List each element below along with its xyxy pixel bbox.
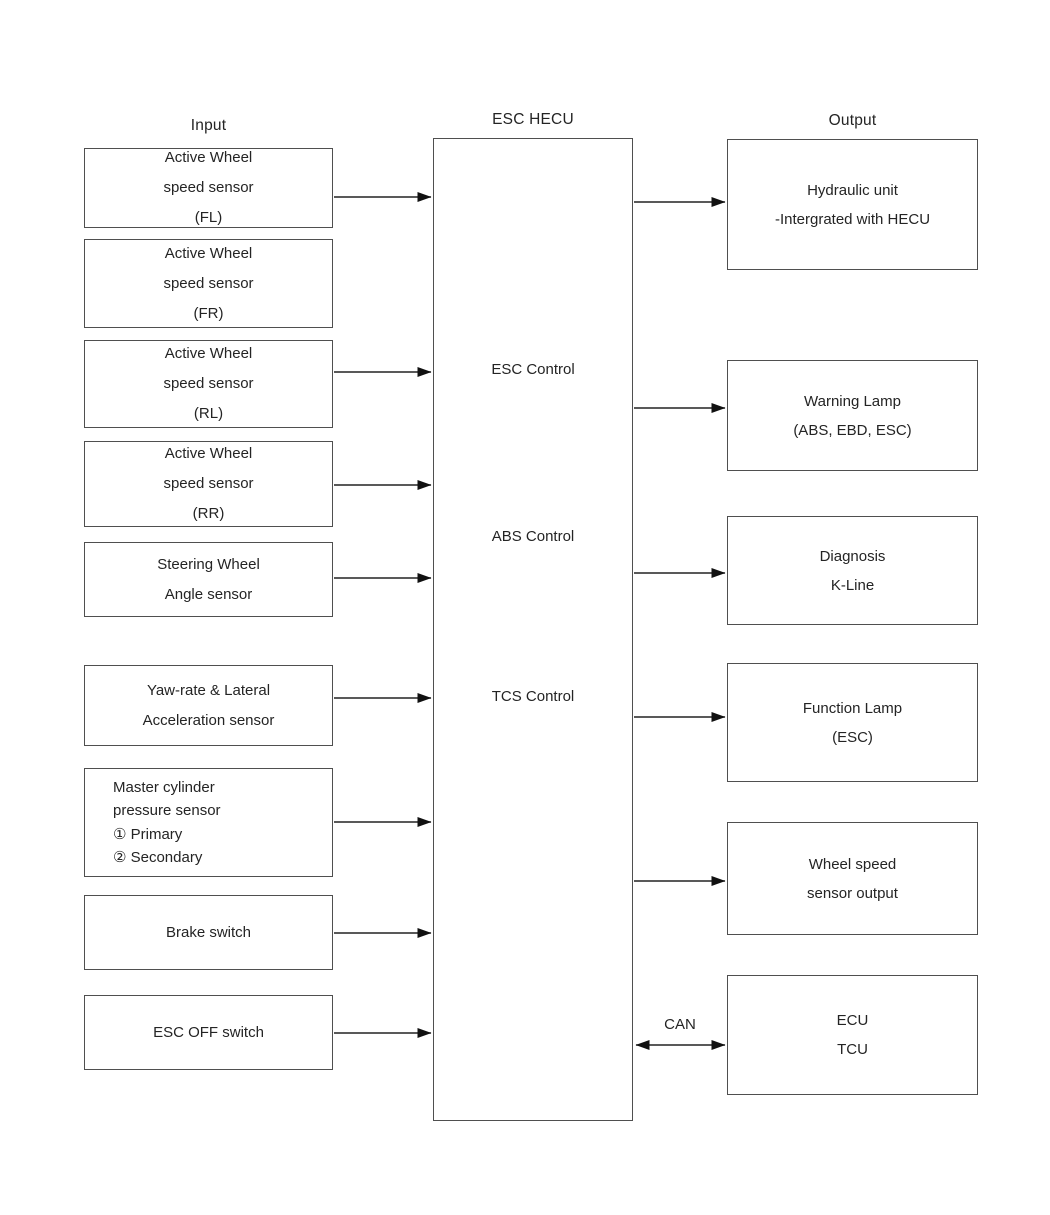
label-line: speed sensor <box>163 475 254 492</box>
label-line: Function Lamp <box>802 699 903 717</box>
label-line: Master cylinder <box>113 778 215 796</box>
label-line: Steering Wheel <box>157 555 260 573</box>
label-line: Acceleration sensor <box>142 711 275 729</box>
label-line: Active Wheel <box>164 244 253 262</box>
label-line: (FR) <box>193 304 224 322</box>
can-bus-label: CAN <box>664 1016 696 1033</box>
input-box-esc-off-switch: ESC OFF switch <box>84 995 333 1070</box>
hecu-function-tcs-control: TCS Control <box>491 688 575 705</box>
label-line: sensor output <box>807 884 898 902</box>
label-line: speed sensor <box>163 179 254 196</box>
label-line: speed sensor <box>163 274 254 292</box>
label-line: Diagnosis <box>819 547 886 565</box>
label-line: speed sensor <box>163 375 254 392</box>
label-line: Wheel speed <box>808 855 897 873</box>
hecu-box <box>433 138 633 1121</box>
label-line: Angle sensor <box>164 585 253 603</box>
input-box-master-cylinder-pressure-sensor: Master cylinder pressure sensor ① Primar… <box>84 768 333 877</box>
label-line: -Intergrated with HECU <box>774 210 931 228</box>
input-column-heading: Input <box>190 117 227 134</box>
output-box-diagnosis-k-line: Diagnosis K-Line <box>727 516 978 625</box>
hecu-function-esc-control: ESC Control <box>491 361 575 378</box>
output-box-function-lamp: Function Lamp (ESC) <box>727 663 978 782</box>
label-line: (RR) <box>192 505 225 522</box>
label-line: Warning Lamp <box>804 392 901 410</box>
label-line: (RL) <box>193 405 224 422</box>
label-line: Hydraulic unit <box>807 181 898 199</box>
label-line: ESC OFF switch <box>153 1023 264 1041</box>
label-line: TCU <box>837 1041 868 1058</box>
label-line: (ESC) <box>832 728 873 746</box>
output-box-ecu-tcu: ECU TCU <box>727 975 978 1095</box>
output-box-wheel-speed-sensor-output: Wheel speed sensor output <box>727 822 978 935</box>
label-line circled-one-glyph: ① Primary <box>113 825 183 843</box>
label-line: K-Line <box>830 576 875 594</box>
label-line: Active Wheel <box>164 149 253 166</box>
label-line: ECU <box>836 1012 869 1029</box>
hecu-function-abs-control: ABS Control <box>491 528 575 545</box>
label-line: Active Wheel <box>164 345 253 362</box>
label-line: Active Wheel <box>164 445 253 462</box>
label-line circled-two-glyph: ② Secondary <box>113 849 203 866</box>
label-line: Yaw-rate & Lateral <box>146 681 271 699</box>
label-line: (ABS, EBD, ESC) <box>793 421 912 439</box>
input-box-wheel-speed-sensor-fl: Active Wheel speed sensor (FL) <box>84 148 333 228</box>
input-box-steering-wheel-angle-sensor: Steering Wheel Angle sensor <box>84 542 333 617</box>
label-line: pressure sensor <box>113 802 221 819</box>
output-column-heading: Output <box>828 112 877 129</box>
input-box-wheel-speed-sensor-fr: Active Wheel speed sensor (FR) <box>84 239 333 328</box>
label-line: Brake switch <box>165 923 252 941</box>
input-box-yaw-rate-lateral-acceleration-sensor: Yaw-rate & Lateral Acceleration sensor <box>84 665 333 746</box>
hecu-heading: ESC HECU <box>492 111 574 128</box>
output-box-hydraulic-unit: Hydraulic unit -Intergrated with HECU <box>727 139 978 270</box>
output-box-warning-lamp: Warning Lamp (ABS, EBD, ESC) <box>727 360 978 471</box>
input-box-wheel-speed-sensor-rl: Active Wheel speed sensor (RL) <box>84 340 333 428</box>
label-line: (FL) <box>194 209 223 226</box>
input-box-wheel-speed-sensor-rr: Active Wheel speed sensor (RR) <box>84 441 333 527</box>
input-box-brake-switch: Brake switch <box>84 895 333 970</box>
